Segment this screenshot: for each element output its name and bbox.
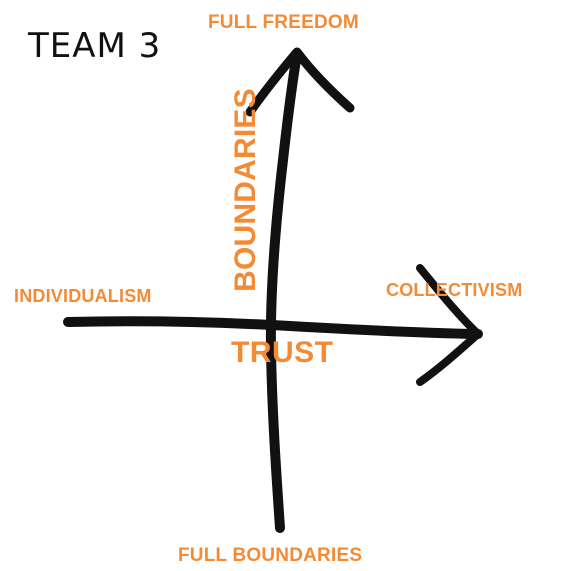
horizontal-axis-line bbox=[63, 316, 483, 339]
label-boundaries-axis: BOUNDARIES bbox=[229, 88, 262, 292]
label-trust: TRUST bbox=[231, 336, 334, 369]
label-full-boundaries: FULL BOUNDARIES bbox=[178, 545, 363, 566]
vertical-axis-line bbox=[265, 55, 301, 533]
label-collectivism: COLLECTIVISM bbox=[386, 280, 523, 300]
label-individualism: INDIVIDUALISM bbox=[14, 286, 152, 306]
up-arrowhead bbox=[245, 47, 355, 117]
right-arrowhead bbox=[416, 264, 482, 386]
team-title: TEAM 3 bbox=[28, 26, 162, 66]
label-full-freedom: FULL FREEDOM bbox=[208, 12, 359, 33]
